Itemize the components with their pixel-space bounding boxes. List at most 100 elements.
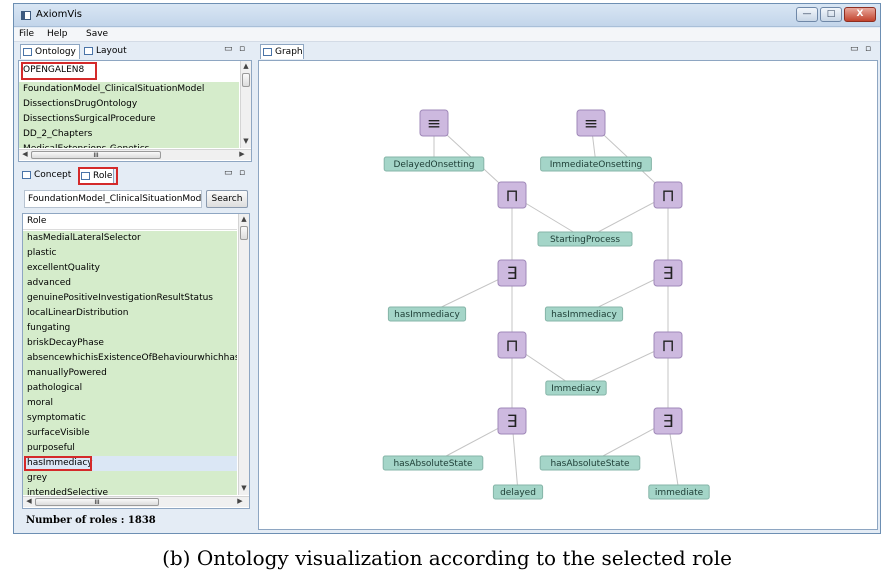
maximize-button[interactable]: □ xyxy=(820,7,842,22)
scroll-left-icon[interactable]: ◀ xyxy=(26,497,32,505)
scroll-thumb[interactable]: III xyxy=(35,498,159,506)
graph-label-node[interactable]: hasAbsoluteState xyxy=(539,455,641,471)
scroll-up-icon[interactable]: ▲ xyxy=(243,62,249,70)
tab-ontology-label: Ontology xyxy=(35,47,76,57)
role-list-item[interactable]: intendedSelective xyxy=(23,486,237,495)
window-title: AxiomVis xyxy=(36,9,83,20)
graph-label-node[interactable]: immediate xyxy=(648,484,710,500)
graph-label-node[interactable]: DelayedOnsetting xyxy=(383,156,485,172)
graph-operator-node[interactable]: ≡ xyxy=(576,109,606,137)
role-list-item[interactable]: fungating xyxy=(23,321,237,336)
dock-float-icon[interactable]: ▫ xyxy=(239,168,246,178)
operator-symbol: ≡ xyxy=(584,114,598,134)
ontology-list: OPENGALEN8 FoundationModel_ClinicalSitua… xyxy=(18,60,252,162)
graph-operator-node[interactable]: ⊓ xyxy=(497,331,527,359)
scroll-left-icon[interactable]: ◀ xyxy=(22,150,28,158)
graph-operator-node[interactable]: ≡ xyxy=(419,109,449,137)
role-list-item[interactable]: hasImmediacy xyxy=(23,456,237,471)
dock-minimize-icon[interactable]: ▭ xyxy=(224,168,233,178)
menu-file[interactable]: File xyxy=(19,29,35,39)
selection-highlight-box xyxy=(21,62,97,80)
graph-label-text: delayed xyxy=(500,488,536,498)
scroll-right-icon[interactable]: ▶ xyxy=(237,497,243,505)
tab-layout[interactable]: Layout xyxy=(82,44,132,59)
role-list-item[interactable]: symptomatic xyxy=(23,411,237,426)
dock-float-icon[interactable]: ▫ xyxy=(865,44,872,54)
operator-symbol: ⊓ xyxy=(661,186,674,206)
graph-label-node[interactable]: hasAbsoluteState xyxy=(382,455,484,471)
app-window: AxiomVis — □ X File Help Save Ontology L… xyxy=(13,3,881,534)
graph-label-text: immediate xyxy=(655,488,704,498)
role-list-item[interactable]: absencewhichisExistenceOfBehaviourwhichh… xyxy=(23,351,237,366)
graph-operator-node[interactable]: ∃ xyxy=(653,407,683,435)
role-list-item[interactable]: advanced xyxy=(23,276,237,291)
menu-help[interactable]: Help xyxy=(47,29,68,39)
role-list-item[interactable]: pathological xyxy=(23,381,237,396)
scroll-thumb[interactable] xyxy=(242,73,250,87)
role-horizontal-scrollbar[interactable]: ◀ III ▶ xyxy=(23,496,249,507)
role-list-item[interactable]: hasMedialLateralSelector xyxy=(23,231,237,246)
menu-bar: File Help Save xyxy=(14,28,880,42)
close-button[interactable]: X xyxy=(844,7,876,22)
graph-label-text: ImmediateOnsetting xyxy=(550,160,643,170)
list-item[interactable]: DissectionsSurgicalProcedure xyxy=(19,112,239,127)
role-search-input[interactable]: FoundationModel_ClinicalSituationModel xyxy=(24,190,202,208)
role-list-item[interactable]: manuallyPowered xyxy=(23,366,237,381)
scroll-down-icon[interactable]: ▼ xyxy=(243,137,249,145)
search-button[interactable]: Search xyxy=(206,190,248,208)
role-column-header[interactable]: Role xyxy=(23,214,237,230)
dock-minimize-icon[interactable]: ▭ xyxy=(850,44,859,54)
role-list-item[interactable]: plastic xyxy=(23,246,237,261)
minimize-button[interactable]: — xyxy=(796,7,818,22)
graph-label-node[interactable]: hasImmediacy xyxy=(544,306,624,322)
graph-operator-node[interactable]: ∃ xyxy=(497,259,527,287)
graph-label-node[interactable]: Immediacy xyxy=(545,380,607,396)
tab-graph[interactable]: Graph xyxy=(260,44,304,59)
graph-label-node[interactable]: StartingProcess xyxy=(537,231,633,247)
role-dock-header: Concept Role ▭ ▫ xyxy=(18,167,252,185)
role-list-item[interactable]: excellentQuality xyxy=(23,261,237,276)
operator-symbol: ∃ xyxy=(507,264,518,284)
title-bar: AxiomVis — □ X xyxy=(14,4,880,27)
graph-operator-node[interactable]: ∃ xyxy=(653,259,683,287)
graph-label-node[interactable]: delayed xyxy=(492,484,544,500)
graph-operator-node[interactable]: ⊓ xyxy=(497,181,527,209)
list-item[interactable]: MedicalExtensions-Genetics xyxy=(19,142,239,148)
scroll-up-icon[interactable]: ▲ xyxy=(241,215,247,223)
ontology-selected-item[interactable]: OPENGALEN8 xyxy=(19,63,239,78)
graph-operator-node[interactable]: ∃ xyxy=(497,407,527,435)
role-list-item[interactable]: grey xyxy=(23,471,237,486)
ontology-horizontal-scrollbar[interactable]: ◀ III ▶ xyxy=(19,149,251,160)
role-list-item[interactable]: purposeful xyxy=(23,441,237,456)
role-list-item[interactable]: genuinePositiveInvestigationResultStatus xyxy=(23,291,237,306)
scroll-thumb[interactable]: III xyxy=(31,151,161,159)
list-item[interactable]: FoundationModel_ClinicalSituationModel xyxy=(19,82,239,97)
tab-role-icon xyxy=(81,172,90,180)
operator-symbol: ≡ xyxy=(427,114,441,134)
graph-label-node[interactable]: ImmediateOnsetting xyxy=(540,156,652,172)
scroll-down-icon[interactable]: ▼ xyxy=(241,484,247,492)
role-vertical-scrollbar[interactable]: ▲ ▼ xyxy=(238,214,249,495)
graph-operator-node[interactable]: ⊓ xyxy=(653,331,683,359)
dock-minimize-icon[interactable]: ▭ xyxy=(224,44,233,54)
menu-save[interactable]: Save xyxy=(86,29,109,39)
scroll-right-icon[interactable]: ▶ xyxy=(239,150,245,158)
role-list-item[interactable]: surfaceVisible xyxy=(23,426,237,441)
role-list-item[interactable]: briskDecayPhase xyxy=(23,336,237,351)
graph-label-node[interactable]: hasImmediacy xyxy=(387,306,467,322)
tab-ontology[interactable]: Ontology xyxy=(20,44,80,59)
ontology-vertical-scrollbar[interactable]: ▲ ▼ xyxy=(240,61,251,148)
list-item[interactable]: DissectionsDrugOntology xyxy=(19,97,239,112)
role-list-item[interactable]: localLinearDistribution xyxy=(23,306,237,321)
operator-symbol: ⊓ xyxy=(661,336,674,356)
tab-concept[interactable]: Concept xyxy=(20,168,76,183)
role-list-item[interactable]: moral xyxy=(23,396,237,411)
tab-layout-icon xyxy=(84,47,93,55)
operator-symbol: ∃ xyxy=(663,264,674,284)
graph-operator-node[interactable]: ⊓ xyxy=(653,181,683,209)
scroll-thumb[interactable] xyxy=(240,226,248,240)
dock-float-icon[interactable]: ▫ xyxy=(239,44,246,54)
list-item[interactable]: DD_2_Chapters xyxy=(19,127,239,142)
